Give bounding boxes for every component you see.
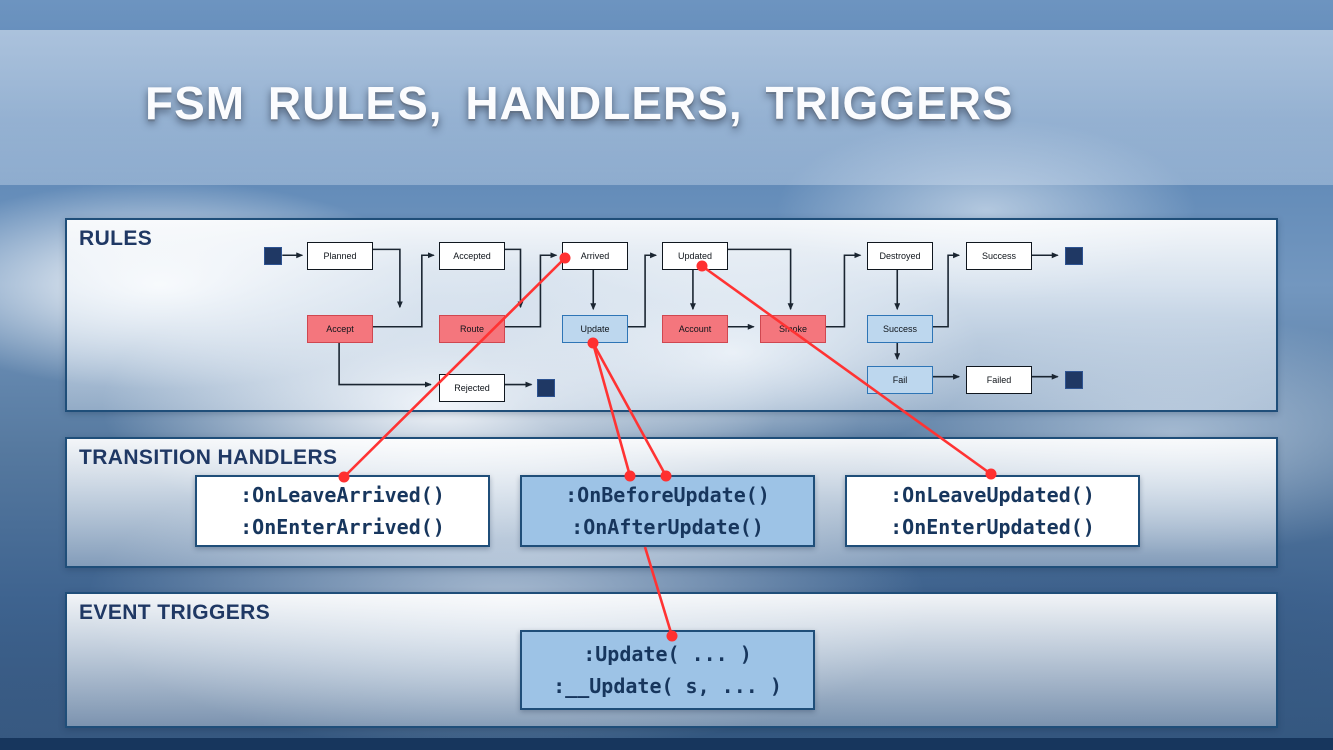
trigger-box-update: :Update( ... ) :__Update( s, ... ) xyxy=(520,630,815,710)
handler-box-arrived: :OnLeaveArrived() :OnEnterArrived() xyxy=(195,475,490,547)
failed-end-marker xyxy=(1065,371,1083,389)
handler-line: :OnLeaveArrived() xyxy=(240,482,445,507)
state-updated: Updated xyxy=(662,242,728,270)
state-success: Success xyxy=(966,242,1032,270)
slide-title: FSM RULES, HANDLERS, TRIGGERS xyxy=(145,77,1014,129)
rule-accept: Accept xyxy=(307,315,373,343)
rules-panel: RULES Planned Accepted Arrived Updated D… xyxy=(65,218,1278,412)
title-band xyxy=(0,30,1333,185)
handler-line: :OnEnterArrived() xyxy=(240,514,445,539)
rule-account: Account xyxy=(662,315,728,343)
bottom-bar xyxy=(0,738,1333,750)
event-triggers-panel-title: EVENT TRIGGERS xyxy=(79,601,271,624)
state-planned: Planned xyxy=(307,242,373,270)
success-end-marker xyxy=(1065,247,1083,265)
handler-line: :OnLeaveUpdated() xyxy=(890,482,1095,507)
handler-box-updated: :OnLeaveUpdated() :OnEnterUpdated() xyxy=(845,475,1140,547)
connector-arrow xyxy=(627,252,658,328)
connector-arrow xyxy=(503,252,558,328)
connector-arrow xyxy=(931,252,961,328)
rule-route: Route xyxy=(439,315,505,343)
trigger-line: :Update( ... ) xyxy=(583,641,752,666)
state-rejected: Rejected xyxy=(439,374,505,402)
handler-box-update: :OnBeforeUpdate() :OnAfterUpdate() xyxy=(520,475,815,547)
state-destroyed: Destroyed xyxy=(867,242,933,270)
connector-arrow xyxy=(371,252,435,328)
handler-line: :OnBeforeUpdate() xyxy=(565,482,770,507)
start-marker xyxy=(264,247,282,265)
rule-fail: Fail xyxy=(867,366,933,394)
connector-arrow xyxy=(371,248,403,309)
handler-line: :OnAfterUpdate() xyxy=(571,514,764,539)
connector-arrow xyxy=(338,340,432,388)
handler-line: :OnEnterUpdated() xyxy=(890,514,1095,539)
rule-smoke: Smoke xyxy=(760,315,826,343)
transition-handlers-panel-title: TRANSITION HANDLERS xyxy=(79,446,338,469)
rejected-end-marker xyxy=(537,379,555,397)
state-accepted: Accepted xyxy=(439,242,505,270)
rules-panel-title: RULES xyxy=(79,227,153,250)
state-failed: Failed xyxy=(966,366,1032,394)
connector-arrow xyxy=(503,248,524,309)
connector-arrow xyxy=(824,252,862,328)
state-arrived: Arrived xyxy=(562,242,628,270)
trigger-line: :__Update( s, ... ) xyxy=(553,673,782,698)
rule-success: Success xyxy=(867,315,933,343)
connector-arrow xyxy=(725,248,794,311)
rule-update: Update xyxy=(562,315,628,343)
